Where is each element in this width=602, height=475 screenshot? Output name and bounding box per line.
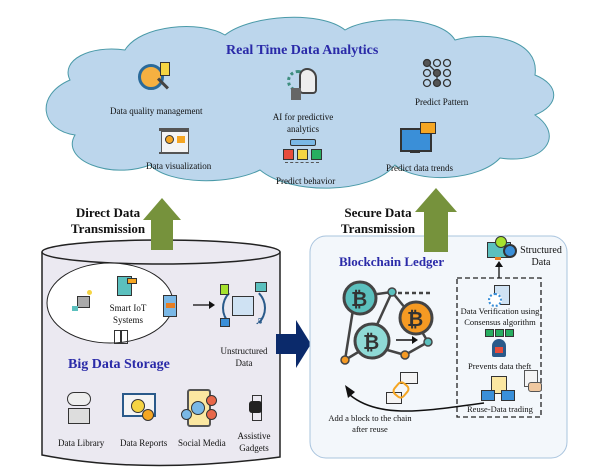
direct-transmission-label: Direct Data Transmission <box>70 205 146 236</box>
cloud-library-icon <box>64 390 94 424</box>
unstructured-data-icon: ♫ <box>218 282 267 330</box>
structured-data-icon <box>487 236 517 264</box>
clipboard-gear-icon <box>488 285 510 307</box>
handshake-contract-icon <box>522 370 542 392</box>
ai-head-gear-icon <box>283 66 317 100</box>
bitcoin-teal-icon: ₿ <box>351 287 368 311</box>
presentation-board-icon <box>159 128 189 156</box>
predict-trends-label: Predict data trends <box>386 163 453 173</box>
cloud-title: Real Time Data Analytics <box>226 43 379 58</box>
behavior-screens-icon <box>283 139 322 169</box>
iot-network-icon <box>72 290 94 312</box>
smartwatch-icon <box>249 395 263 421</box>
monitor-chart-icon <box>400 122 436 156</box>
reuse-trading-label: Reuse-Data trading <box>467 404 533 414</box>
unstructured-label: Unstructured Data <box>220 346 268 368</box>
secure-transmission-label: Secure Data Transmission <box>340 205 416 236</box>
prevents-theft-label: Prevents data theft <box>468 361 532 371</box>
ledger-title: Blockchain Ledger <box>339 254 445 269</box>
storage-to-ledger-arrow <box>276 320 311 368</box>
bitcoin-light-icon: ₿ <box>363 330 380 354</box>
pattern-dots-icon <box>422 58 454 88</box>
data-verification-label: Data Verification using Consensus algori… <box>460 306 540 327</box>
smart-iot-label: Smart IoT Systems <box>109 303 147 325</box>
social-media-label: Social Media <box>178 438 226 448</box>
bitcoin-orange-icon: ₿ <box>407 307 424 331</box>
ai-predictive-label: AI for predictive analytics <box>272 112 334 134</box>
social-phone-icon <box>181 389 217 427</box>
assistive-gadgets-label: Assistive Gadgets <box>237 431 271 453</box>
data-quality-label: Data quality management <box>110 106 203 116</box>
data-library-label: Data Library <box>58 438 105 448</box>
iot-phone-car-icon <box>158 295 178 317</box>
predict-behavior-label: Predict behavior <box>276 176 336 186</box>
reuse-curve-arrow <box>349 394 485 412</box>
add-block-label: Add a block to the chain after reuse <box>328 413 412 434</box>
predict-pattern-label: Predict Pattern <box>415 97 469 107</box>
power-tower-icon <box>114 330 128 344</box>
storage-title: Big Data Storage <box>68 357 170 372</box>
report-board-icon <box>122 393 156 423</box>
data-visualization-label: Data visualization <box>146 161 212 171</box>
iot-person-device-icon <box>117 276 137 296</box>
structured-data-label: Structured Data <box>520 245 562 268</box>
chain-link-blocks-icon <box>384 372 420 404</box>
data-trading-icon <box>481 376 517 401</box>
data-reports-label: Data Reports <box>120 438 168 448</box>
hacker-network-icon <box>485 329 514 359</box>
magnifier-person-icon <box>138 62 172 96</box>
